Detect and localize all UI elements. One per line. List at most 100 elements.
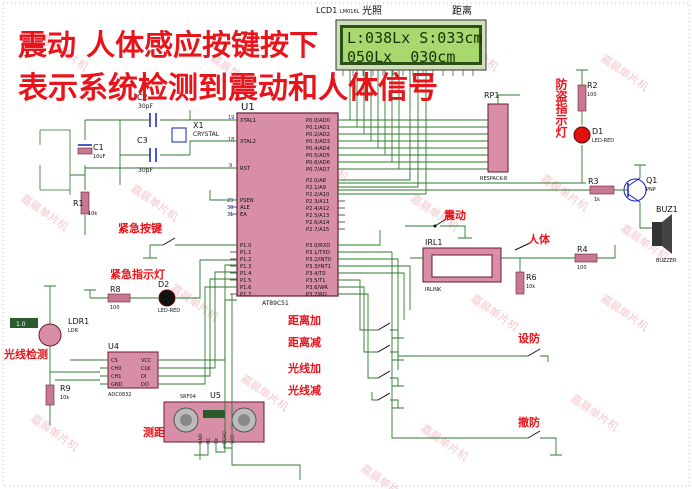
mcu-right-pin: P3.6/WR <box>306 285 328 291</box>
d2-value: LED-RED <box>158 308 180 314</box>
resistor-r2[interactable]: R2 100 <box>577 81 598 112</box>
dist-minus-key[interactable]: 距离减 <box>288 335 404 361</box>
mcu-left-pin: P1.2 <box>240 257 251 263</box>
transistor-q1[interactable]: Q1 PNP <box>614 176 657 203</box>
mcu-right-pin: P3.4/T0 <box>306 271 326 277</box>
mcu-pin31: 31 <box>227 212 233 218</box>
mcu-left-pin: XTAL1 <box>240 118 256 124</box>
u5-pin: TX <box>214 438 220 445</box>
r2-value: 100 <box>587 92 597 98</box>
mcu-right-pin: P0.6/AD6 <box>306 160 330 166</box>
anti-theft-light-label: 防盗指示灯 <box>554 77 568 139</box>
capacitor-c2[interactable]: 30pF C2 <box>137 93 157 127</box>
watermark-text: 嘉晨单片机 <box>28 411 81 454</box>
ldr-sensor[interactable]: 1.0 LDR1 LDR 光线检测 <box>3 317 89 361</box>
irl1-ref: IRL1 <box>425 238 442 247</box>
mcu-left-pin: ALE <box>240 205 250 211</box>
q1-ref: Q1 <box>646 176 657 185</box>
u5-pin: NC <box>206 437 212 444</box>
crystal-x1[interactable]: X1 CRYSTAL <box>171 121 220 143</box>
mcu-pin30: 30 <box>227 205 233 211</box>
lcd-model: LM016L <box>340 9 360 15</box>
ldr-wires <box>44 285 100 425</box>
c2-ref: C2 <box>137 93 148 102</box>
u5-pin: VCC <box>230 435 236 444</box>
d1-ref: D1 <box>592 127 603 136</box>
r2-ref: R2 <box>587 81 598 90</box>
irlink-irl1[interactable]: IRL1 IRLINK <box>422 238 502 293</box>
u4-ref: U4 <box>108 342 119 351</box>
watermark-text: 嘉晨单片机 <box>418 421 471 464</box>
mcu-right-pin: P2.7/A15 <box>306 227 329 233</box>
disarm-key[interactable]: 撤防 <box>391 252 562 456</box>
light-minus-key-label: 光线减 <box>287 383 321 397</box>
emergency-light-label: 紧急指示灯 <box>110 267 165 281</box>
light-plus-key[interactable]: 光线加 <box>287 361 404 387</box>
arm-label: 设防 <box>518 331 540 345</box>
emergency-key[interactable]: 紧急按键 <box>118 221 237 259</box>
x1-value: CRYSTAL <box>193 131 220 138</box>
resistor-r1[interactable]: R1 10k <box>73 191 97 217</box>
mcu-right-pin: P0.0/AD0 <box>306 118 330 124</box>
mcu-model: AT89C51 <box>262 300 289 307</box>
led-d1[interactable]: D1 LED-RED <box>573 126 614 144</box>
resistor-r9[interactable]: R9 10k <box>45 384 71 406</box>
mcu-left-pin: P1.7 <box>240 292 251 298</box>
d2-ref: D2 <box>158 280 169 289</box>
lcd-row-1: L:038Lx S:033cm <box>347 29 483 47</box>
u5-value: SRF04 <box>180 394 196 400</box>
mcu-right-pin: P2.5/A13 <box>306 213 329 219</box>
light-detect-label: 光线检测 <box>3 347 48 361</box>
light-minus-key[interactable]: 光线减 <box>287 383 404 409</box>
mcu-u1[interactable]: U1 AT89C51 19 18 9 29 30 31 XTAL1XTAL2RS… <box>227 102 345 307</box>
resistor-r4[interactable]: R4 100 <box>574 245 598 271</box>
ldr-reading: 1.0 <box>16 321 26 328</box>
buzzer-buz1[interactable]: BUZ1 BUZZER <box>652 205 678 264</box>
mcu-left-pin: P1.3 <box>240 264 251 270</box>
mcu-right-pin: P2.1/A9 <box>306 185 326 191</box>
mcu-left-pin: P1.5 <box>240 278 251 284</box>
d1-value: LED-RED <box>592 138 614 144</box>
vibration-switch[interactable]: 震动 <box>405 208 472 239</box>
mcu-right-pin-labels: P0.0/AD0P0.1/AD1P0.2/AD2P0.3/AD3P0.4/AD4… <box>306 118 345 298</box>
mcu-left-pin: EA <box>240 212 247 218</box>
resistor-r6[interactable]: R6 10k <box>515 271 537 295</box>
d1-wires <box>576 69 588 183</box>
mcu-right-pin: P2.6/A14 <box>306 220 330 226</box>
capacitor-c3[interactable]: C3 30pF <box>137 136 157 174</box>
respack-rp1[interactable]: RP1 RESPACK-8 <box>480 91 520 182</box>
light-plus-key-label: 光线加 <box>287 361 321 375</box>
mcu-left-pin: P1.4 <box>240 271 252 277</box>
mcu-right-pin: P0.1/AD1 <box>306 125 330 131</box>
resistor-r3[interactable]: R3 1k <box>588 177 615 203</box>
mcu-ref: U1 <box>241 102 255 113</box>
r3-value: 1k <box>594 197 600 203</box>
watermark-text: 嘉晨单片机 <box>598 291 651 334</box>
ldr1-ref: LDR1 <box>68 317 89 326</box>
arm-key[interactable]: 设防 <box>398 331 549 362</box>
mcu-right-pin: P2.3/A11 <box>306 199 329 205</box>
mcu-right-pin: P0.4/AD4 <box>306 146 331 152</box>
r1-value: 10k <box>88 211 97 217</box>
watermark-text: 嘉晨单片机 <box>538 171 591 214</box>
r6-ref: R6 <box>526 273 537 282</box>
r8-ref: R8 <box>110 285 121 294</box>
mcu-right-pin: P3.5/T1 <box>306 278 326 284</box>
human-switch[interactable]: 人体 <box>514 232 551 251</box>
u5-ref: U5 <box>210 391 221 400</box>
mcu-left-pin: XTAL2 <box>240 139 256 145</box>
u4-left-pin: GND <box>111 382 123 388</box>
c3-ref: C3 <box>137 136 148 145</box>
x1-ref: X1 <box>193 121 204 130</box>
capacitor-c1[interactable]: C1 10uF <box>77 143 106 160</box>
r8-value: 100 <box>110 305 120 311</box>
dist-plus-key[interactable]: 距离加 <box>288 313 404 339</box>
irl1-value: IRLINK <box>425 287 442 293</box>
mcu-left-pin: P1.6 <box>240 285 251 291</box>
reset-switch-wire <box>39 129 71 195</box>
mcu-right-pin: P0.7/AD7 <box>306 167 330 173</box>
disarm-label: 撤防 <box>518 415 540 429</box>
emergency-light-led[interactable]: 紧急指示灯 R8 100 D2 LED-RED <box>84 259 237 314</box>
